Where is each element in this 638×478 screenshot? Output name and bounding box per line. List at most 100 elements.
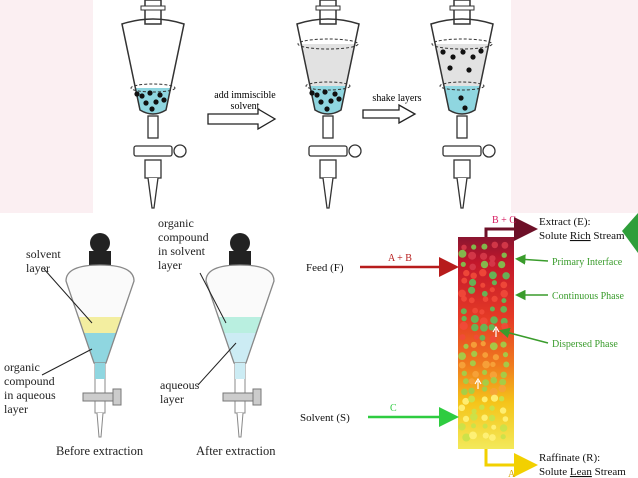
droplet [461,277,468,284]
droplet [460,308,467,315]
aqueous-layer-label-2: layer [160,392,184,406]
droplet [458,352,466,360]
droplet [461,295,467,302]
droplet [468,395,476,403]
droplet [482,379,489,386]
droplet [482,386,488,392]
stopcock-icon [442,145,482,157]
solvent-layer-label-2: layer [26,261,50,275]
stopper-icon [230,233,250,253]
organic-solvent-label: organic [158,216,194,230]
stopper-icon [90,233,110,253]
extraction-column-panel: B + C Extract (E): Solute Rich Stream Fe… [292,213,638,478]
funnel-after-extraction [205,233,275,438]
droplet [489,405,495,411]
solvent-layer-label: solvent [26,247,61,261]
stopcock-icon [308,145,348,157]
solute-dots [440,48,484,111]
droplet [480,260,489,269]
droplet [500,306,508,313]
droplet [470,341,477,348]
droplet [468,286,476,294]
droplet [482,360,490,369]
droplet [500,371,507,378]
droplet [499,424,508,432]
droplet [470,272,477,279]
droplet [491,280,497,286]
droplet [491,295,498,302]
droplet [501,322,509,330]
droplets [458,241,510,442]
droplet [481,243,488,250]
separatory-funnel-1 [121,0,187,209]
droplet [480,323,488,332]
droplet [471,408,477,414]
droplet [482,432,489,439]
droplet [491,241,499,249]
stopcock-icon [133,145,173,157]
organic-aqueous-label-3: in aqueous [4,388,56,402]
raffinate-subtitle: Solute Lean Stream [539,466,626,478]
droplet [472,370,479,378]
droplet [500,281,508,289]
droplet [458,249,467,258]
before-after-figure: solvent layer organic compound in aqueou… [4,216,276,458]
droplet [498,396,505,402]
caption-after: After extraction [196,444,276,458]
feed-label: Feed (F) [306,262,344,274]
droplet [490,377,498,384]
funnel-sequence-figure: add immiscible solvent shake layers [121,0,496,209]
droplet [462,397,470,405]
droplet [481,414,488,421]
extract-title: Extract (E): [539,216,591,228]
droplet [489,271,497,280]
droplet [468,387,475,395]
droplet [501,252,507,258]
dispersed-phase-label: Dispersed Phase [552,339,618,350]
extract-subtitle: Solute Rich Stream [539,230,625,242]
droplet [461,370,467,376]
droplet [489,371,498,379]
droplet [500,341,507,348]
droplet [499,378,507,386]
droplet [471,244,477,250]
droplet [480,252,488,260]
organic-aqueous-label-2: compound [4,374,55,388]
organic-solvent-label-4: layer [158,258,182,272]
droplet [500,434,506,440]
droplet [459,334,466,341]
droplet [482,423,488,429]
extract-stream-label: B + C [492,215,516,226]
solute-dots [134,90,167,112]
droplet [502,352,509,358]
droplet [461,315,467,322]
raffinate-title: Raffinate (R): [539,452,600,464]
droplet [461,244,467,250]
stopcock-handle-icon [252,388,262,406]
droplet [498,261,506,269]
droplet [482,369,488,375]
droplet [489,287,495,293]
droplet [502,272,510,280]
droplet [468,251,477,260]
droplet [462,433,471,442]
top-extraction-panel: add immiscible solvent shake layers [93,0,511,213]
droplet [458,423,466,431]
extraction-column-figure: B + C Extract (E): Solute Rich Stream Fe… [300,215,626,478]
outline-arrow-icon [207,107,277,131]
droplet [489,342,498,351]
droplet [499,407,507,414]
droplet [489,306,495,312]
organic-solvent-label-2: compound [158,230,209,244]
droplet [480,282,486,288]
droplet [472,307,478,314]
separatory-funnel-3 [430,0,496,209]
droplet [479,317,488,326]
droplet [458,404,466,412]
droplet [479,269,487,277]
droplet [489,434,496,441]
droplet [469,278,477,287]
droplet [490,394,499,402]
rising-droplet-arrows [474,325,500,389]
continuous-phase-label: Continuous Phase [552,291,625,302]
